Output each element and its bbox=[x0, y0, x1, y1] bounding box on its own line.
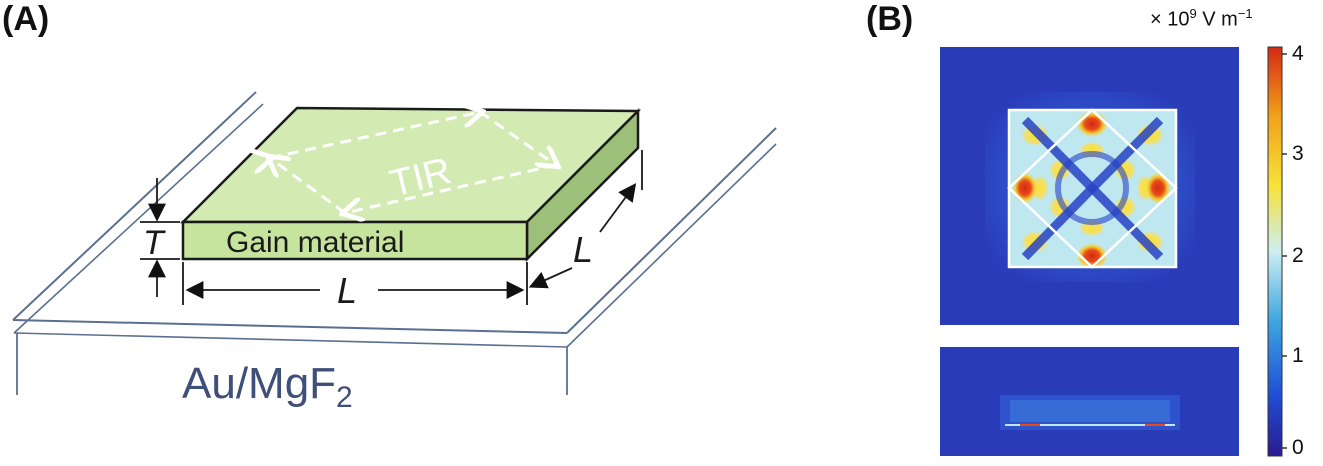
field-map-side-view bbox=[940, 347, 1239, 456]
field-pattern bbox=[1012, 111, 1171, 269]
colorbar bbox=[1267, 46, 1287, 457]
colorbar-tick-label: 1 bbox=[1292, 344, 1304, 367]
colorbar-unit-label: × 109 V m−1 bbox=[1150, 6, 1253, 31]
thickness-symbol: T bbox=[143, 224, 166, 262]
front-length-symbol: L bbox=[337, 270, 357, 311]
panel-label-a: (A) bbox=[2, 0, 50, 38]
colorbar-tick-label: 2 bbox=[1292, 244, 1304, 267]
side-length-dimension bbox=[528, 150, 643, 289]
thickness-dimension bbox=[140, 178, 180, 297]
slab-label: Gain material bbox=[226, 226, 404, 259]
panel-label-b: (B) bbox=[866, 0, 914, 38]
front-length-dimension bbox=[182, 262, 528, 305]
colorbar-tick-label: 4 bbox=[1292, 42, 1304, 65]
side-length-symbol: L bbox=[573, 229, 593, 270]
colorbar-tick-label: 3 bbox=[1292, 142, 1304, 165]
colorbar-tick-label: 0 bbox=[1292, 436, 1304, 459]
tir-path bbox=[270, 112, 556, 213]
substrate-label: Au/MgF2 bbox=[182, 359, 353, 414]
field-map-top-view bbox=[940, 47, 1239, 325]
